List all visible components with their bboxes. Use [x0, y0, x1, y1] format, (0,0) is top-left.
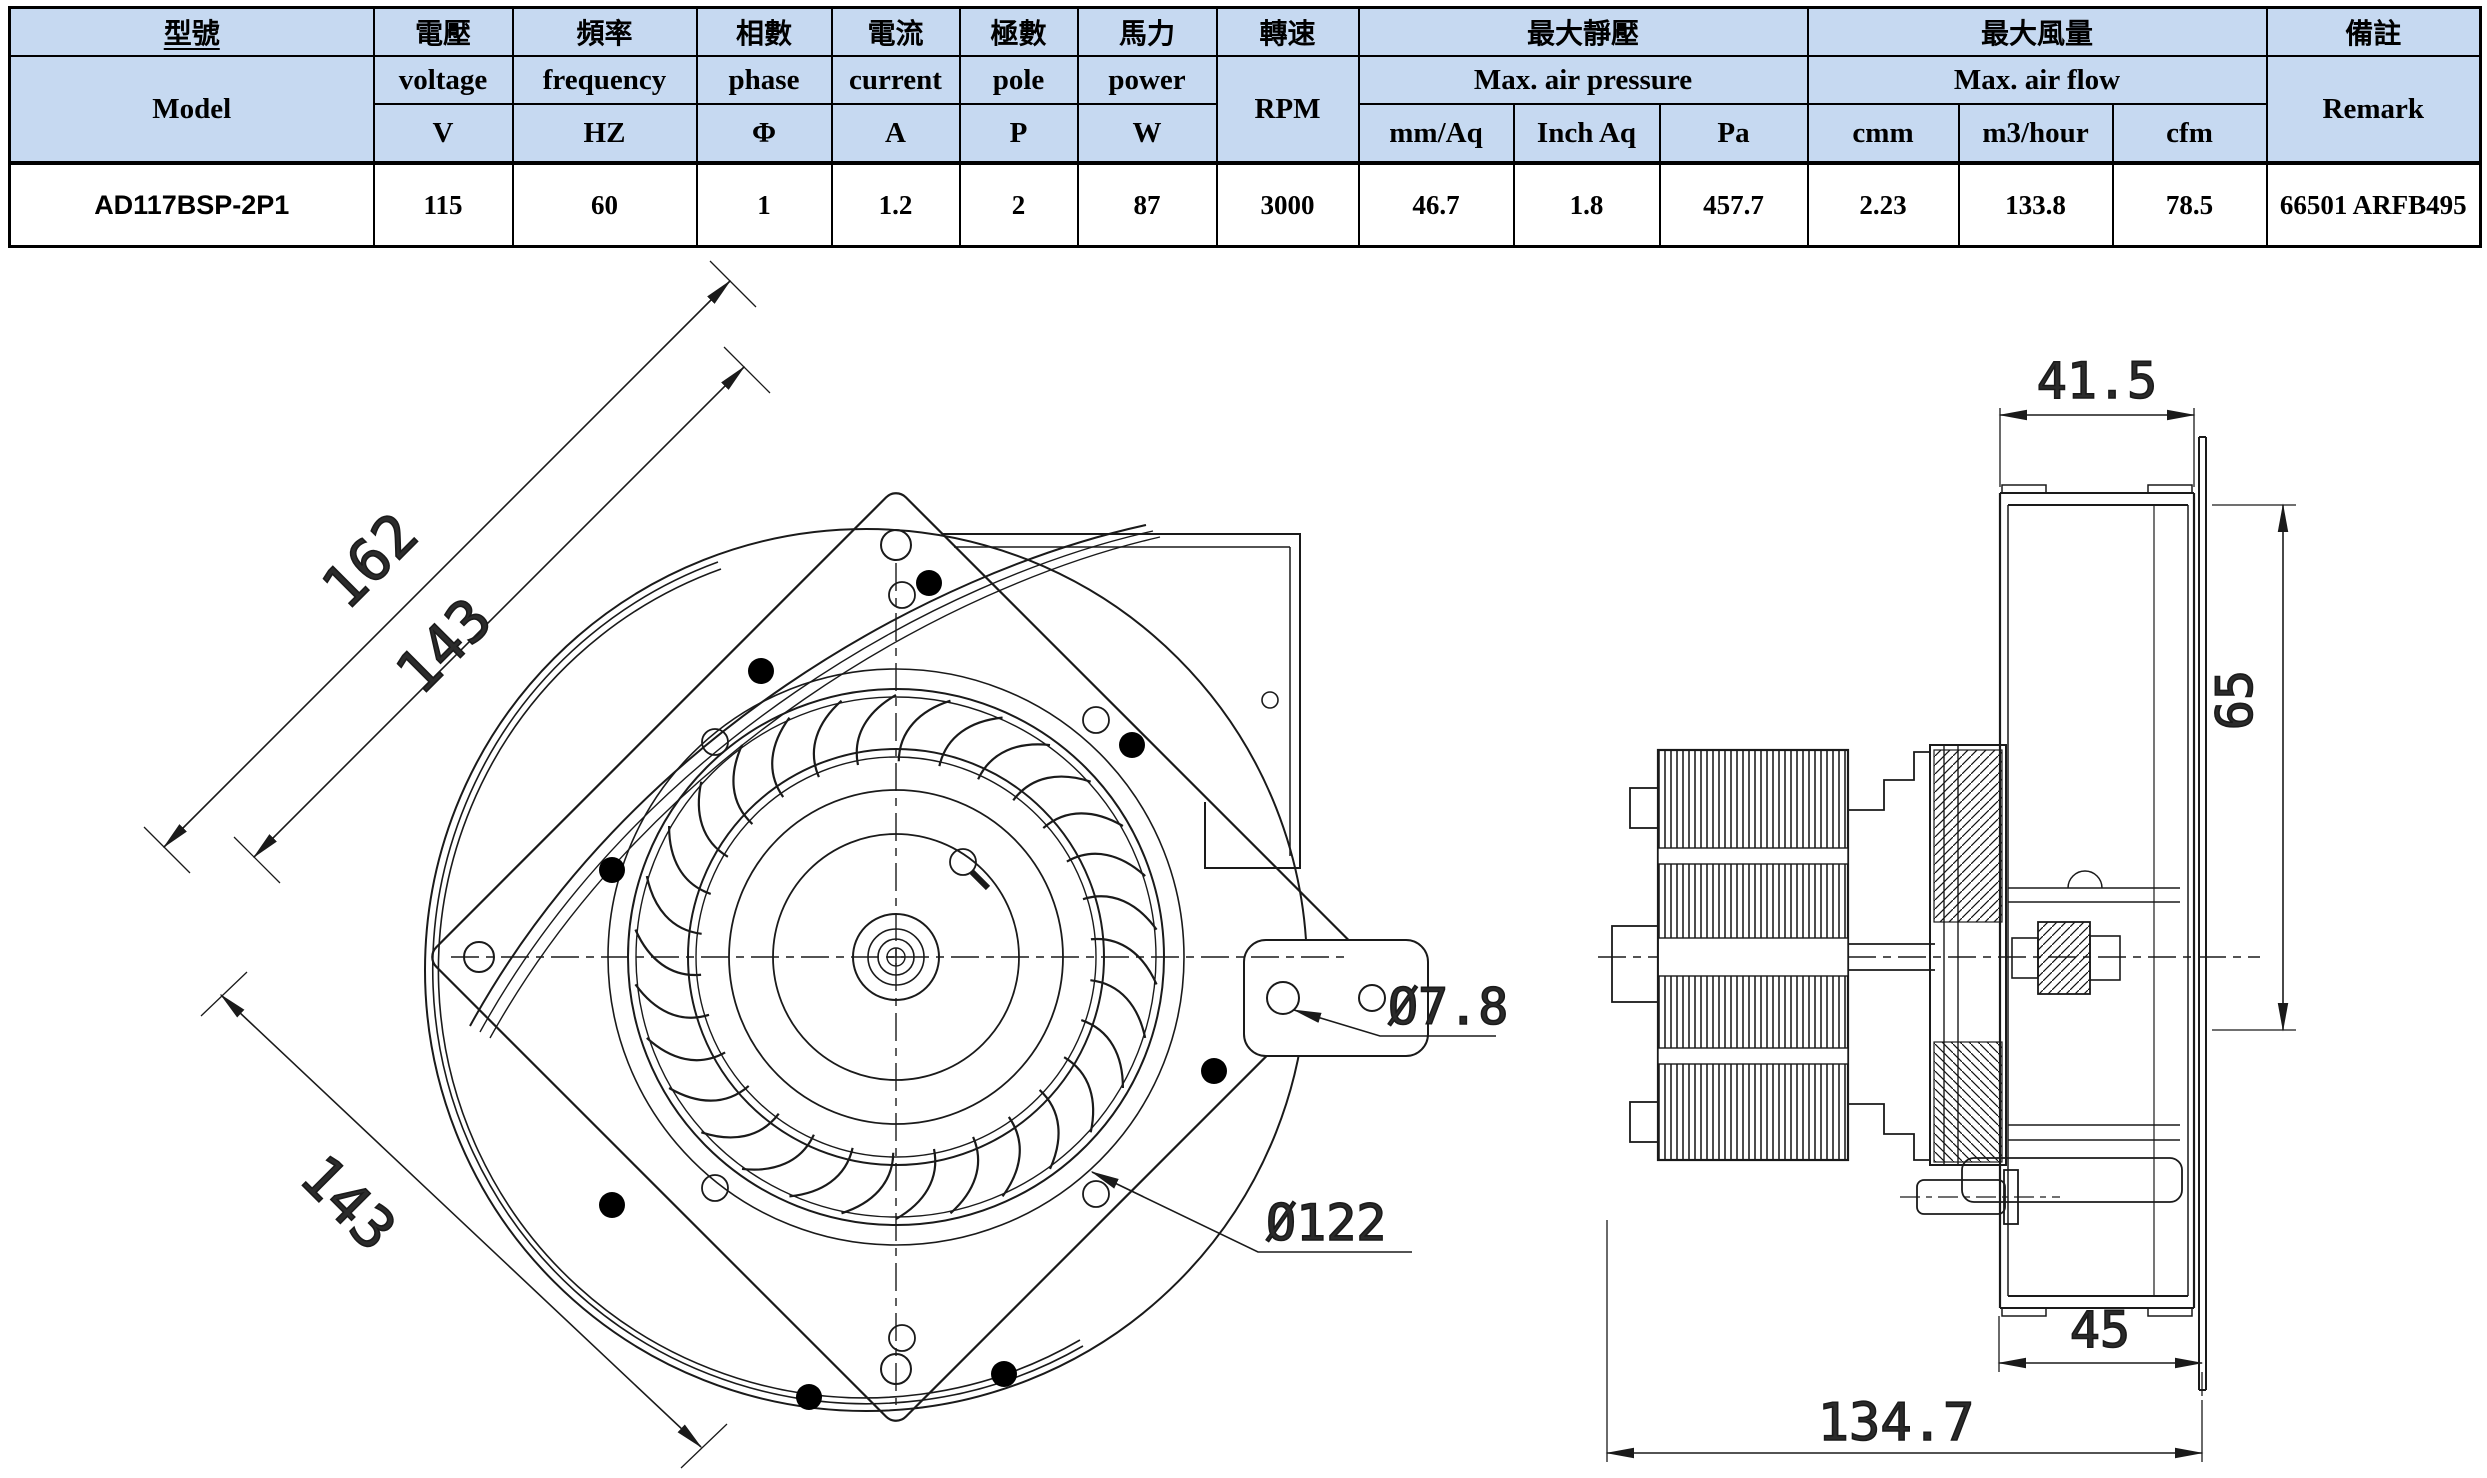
motor-stack	[1611, 748, 1850, 1162]
value-current: 1.2	[830, 161, 961, 248]
side-dimensions: 41.5 65 45 134.7	[1605, 351, 2296, 1462]
header-power-en: power	[1076, 55, 1218, 105]
flange-hole-2	[1358, 984, 1386, 1012]
header-remark-en: Remark	[2265, 55, 2482, 164]
technical-drawing: 162 143 143 Ø7.8 Ø122	[143, 260, 2296, 1469]
header-pole-zh: 極數	[958, 6, 1079, 57]
unit-power: W	[1076, 103, 1218, 164]
flange-hole-1	[1266, 981, 1300, 1015]
value-pa: 457.7	[1658, 161, 1809, 248]
terminal-stub	[1900, 1169, 2060, 1225]
unit-cmm: cmm	[1806, 103, 1960, 164]
value-power: 87	[1076, 161, 1218, 248]
unit-inch-aq: Inch Aq	[1512, 103, 1661, 164]
table-row-zh: 型號 電壓 頻率 相數 電流 極數 馬力 轉速 最大靜壓 最大風量 備註	[8, 6, 2482, 57]
scroll-housing-outline	[424, 524, 1308, 1412]
header-rpm-zh: 轉速	[1215, 6, 1360, 57]
dim-134-7: 134.7	[1818, 1393, 1975, 1453]
dim-hole-7-8: Ø7.8	[1388, 978, 1508, 1036]
table-row-en: Model voltage frequency phase current po…	[8, 55, 2482, 164]
unit-mm-aq: mm/Aq	[1357, 103, 1515, 164]
header-current-en: current	[830, 55, 961, 105]
front-dimensions: 162 143 143 Ø7.8 Ø122	[143, 260, 1509, 1469]
value-rpm: 3000	[1215, 161, 1360, 248]
plate-hole-top	[880, 529, 912, 561]
spec-table: 型號 電壓 頻率 相數 電流 極數 馬力 轉速 最大靜壓 最大風量 備註 Mod…	[8, 6, 2483, 248]
balance-clip	[949, 848, 991, 891]
header-rpm-en: RPM	[1215, 55, 1360, 164]
header-model-zh: 型號	[8, 6, 375, 57]
value-cfm: 78.5	[2111, 161, 2268, 248]
value-remark: 66501 ARFB495	[2265, 161, 2482, 248]
side-flange	[1243, 939, 1429, 1057]
value-voltage: 115	[372, 161, 514, 248]
unit-frequency: HZ	[511, 103, 698, 164]
table-row-units: V HZ Φ A P W mm/Aq Inch Aq Pa cmm m3/hou…	[10, 103, 2481, 164]
value-frequency: 60	[511, 161, 698, 248]
unit-pa: Pa	[1658, 103, 1809, 164]
header-current-zh: 電流	[830, 6, 961, 57]
header-frequency-zh: 頻率	[511, 6, 698, 57]
dim-65: 65	[2206, 670, 2264, 730]
header-phase-zh: 相數	[695, 6, 833, 57]
header-flow-zh: 最大風量	[1806, 6, 2268, 57]
outlet-duct-front	[942, 533, 1301, 869]
header-pressure-en: Max. air pressure	[1357, 55, 1809, 105]
value-mm-aq: 46.7	[1357, 161, 1515, 248]
header-pressure-zh: 最大靜壓	[1357, 6, 1809, 57]
value-inch-aq: 1.8	[1512, 161, 1661, 248]
motor-bracket	[1848, 751, 1930, 1161]
dim-143-top: 143	[383, 585, 505, 707]
dim-impeller-122: Ø122	[1266, 1194, 1386, 1252]
value-phase: 1	[695, 161, 833, 248]
value-model: AD117BSP-2P1	[8, 161, 375, 248]
unit-m3hour: m3/hour	[1957, 103, 2114, 164]
housing-side	[1961, 484, 2196, 1317]
dim-143-bottom: 143	[287, 1142, 409, 1264]
header-phase-en: phase	[695, 55, 833, 105]
header-model-zh-label: 型號	[163, 19, 220, 50]
header-voltage-en: voltage	[372, 55, 514, 105]
fastener-dots	[599, 570, 1227, 1410]
dim-162: 162	[309, 500, 431, 622]
header-remark-zh: 備註	[2265, 6, 2482, 57]
table-row-data: AD117BSP-2P1 115 60 1 1.2 2 87 3000 46.7…	[8, 161, 2482, 248]
fan-wheel-section	[1929, 744, 2007, 1166]
front-centerlines	[451, 563, 1344, 1405]
header-model-en: Model	[8, 55, 375, 164]
header-voltage-zh: 電壓	[372, 6, 514, 57]
side-view: 41.5 65 45 134.7	[1598, 351, 2296, 1462]
plate-edge	[2198, 436, 2207, 1391]
front-view: 162 143 143 Ø7.8 Ø122	[143, 260, 1509, 1469]
dim-45: 45	[2070, 1301, 2130, 1359]
unit-voltage: V	[372, 103, 514, 164]
header-pole-en: pole	[958, 55, 1079, 105]
unit-cfm: cfm	[2111, 103, 2268, 164]
header-flow-en: Max. air flow	[1806, 55, 2268, 105]
value-pole: 2	[958, 161, 1079, 248]
dim-41-5: 41.5	[2037, 352, 2157, 410]
unit-current: A	[830, 103, 961, 164]
unit-phase: Φ	[695, 103, 833, 164]
header-power-zh: 馬力	[1076, 6, 1218, 57]
shaft	[1848, 921, 2121, 995]
header-frequency-en: frequency	[511, 55, 698, 105]
value-cmm: 2.23	[1806, 161, 1960, 248]
unit-pole: P	[958, 103, 1079, 164]
value-m3hour: 133.8	[1957, 161, 2114, 248]
